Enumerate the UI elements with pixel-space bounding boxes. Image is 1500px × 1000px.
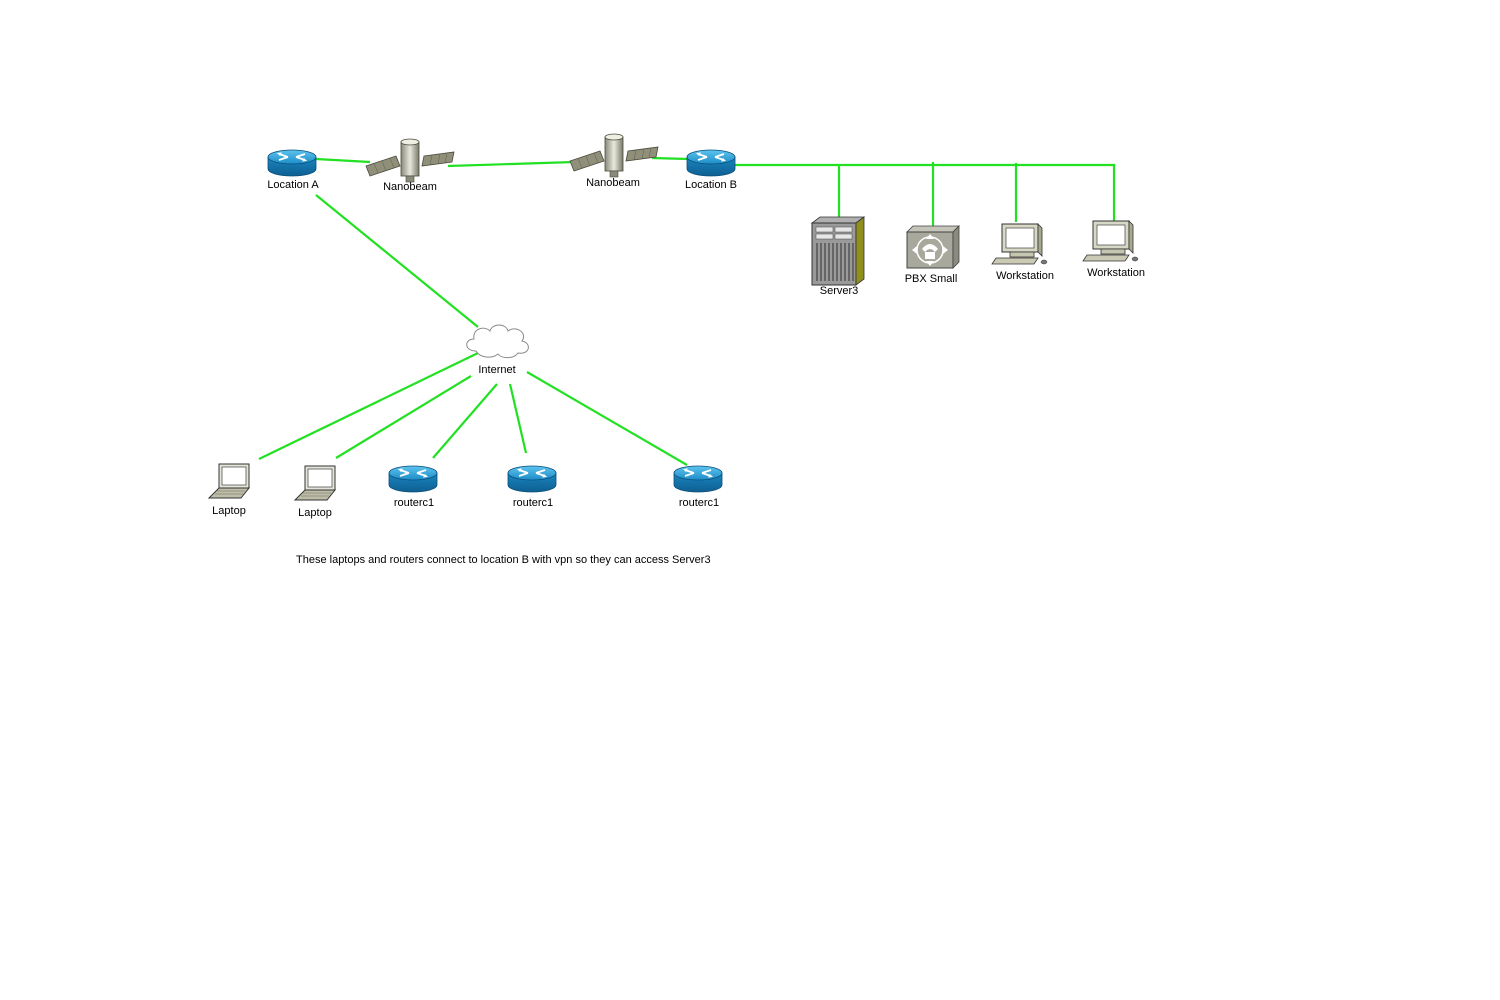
node-label: Nanobeam (383, 181, 437, 193)
node-internet[interactable]: Internet (466, 324, 529, 376)
node-label: Laptop (298, 507, 332, 519)
link-internet-routerc1-3 (526, 371, 688, 466)
node-label: Server3 (820, 285, 859, 297)
node-label: Location B (685, 179, 737, 191)
link-nanobeam-nanobeam (447, 160, 575, 168)
router-icon (507, 465, 557, 493)
node-label: Workstation (996, 270, 1054, 282)
server-icon (811, 216, 865, 286)
links (258, 156, 1116, 466)
node-routerc1-3[interactable]: routerc1 (673, 465, 723, 509)
laptop-icon (294, 465, 336, 501)
link-internet-routerc1-2 (508, 383, 528, 454)
node-laptop-1[interactable]: Laptop (208, 463, 250, 517)
node-label: PBX Small (905, 273, 958, 285)
laptop-icon (208, 463, 250, 499)
node-label: routerc1 (679, 497, 719, 509)
node-label: Workstation (1087, 267, 1145, 279)
link-nanobeam-location-b (651, 156, 689, 161)
workstation-icon (1082, 220, 1139, 262)
node-label: Laptop (212, 505, 246, 517)
node-label: routerc1 (394, 497, 434, 509)
link-internet-routerc1-1 (432, 383, 498, 459)
node-label: Location A (267, 179, 319, 191)
node-laptop-2[interactable]: Laptop (294, 465, 336, 519)
annotation-note: These laptops and routers connect to loc… (296, 554, 711, 566)
node-location-b[interactable]: Location B (685, 149, 737, 191)
router-icon (686, 149, 736, 177)
node-pbx-small[interactable]: PBX Small (905, 225, 960, 285)
node-label: Internet (478, 364, 515, 376)
node-nanobeam-1[interactable]: Nanobeam (365, 138, 455, 193)
router-icon (673, 465, 723, 493)
node-label: Nanobeam (586, 177, 640, 189)
link-location-b-lan-bus (734, 163, 1116, 222)
node-routerc1-1[interactable]: routerc1 (388, 465, 438, 509)
node-workstation-2[interactable]: Workstation (1082, 220, 1145, 279)
link-location-a-internet (315, 194, 479, 328)
node-routerc1-2[interactable]: routerc1 (507, 465, 557, 509)
satellite-icon (569, 133, 659, 178)
link-internet-laptop-2 (335, 375, 472, 459)
node-server3[interactable]: Server3 (811, 216, 865, 297)
pbx-icon (906, 225, 960, 269)
router-icon (388, 465, 438, 493)
node-location-a[interactable]: Location A (267, 149, 319, 191)
cloud-icon (466, 324, 529, 359)
node-workstation-1[interactable]: Workstation (991, 223, 1054, 282)
satellite-icon (365, 138, 455, 183)
node-label: routerc1 (513, 497, 553, 509)
node-nanobeam-2[interactable]: Nanobeam (569, 133, 659, 189)
router-icon (267, 149, 317, 177)
link-internet-laptop-1 (258, 352, 479, 460)
link-location-a-nanobeam (315, 157, 371, 164)
workstation-icon (991, 223, 1048, 265)
